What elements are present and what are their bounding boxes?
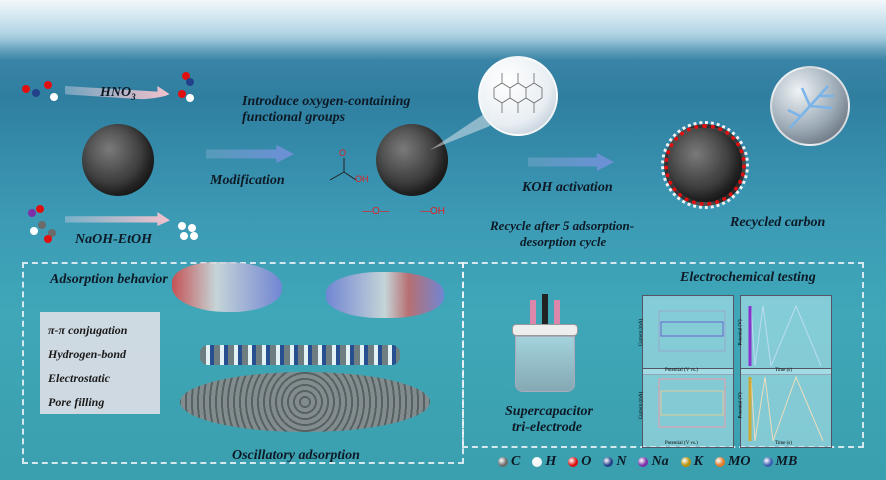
mechanism-list: π-π conjugation Hydrogen-bond Electrosta… [40,312,160,414]
adsorbed-molecules [200,345,400,365]
legend-label: K [693,454,703,469]
modification-arrow [206,145,294,163]
hno3-product [178,72,198,102]
oxygen-groups-note-1: Introduce oxygen-containing [242,94,411,109]
legend-label: H [545,454,557,469]
atom-dot-icon [498,457,508,467]
atom-legend: C H O N Na K MO MB [498,454,809,470]
gcd2-ylabel: Potential (V) [738,392,744,419]
atom-dot-icon [762,457,773,467]
legend-label: O [581,454,592,469]
ether-group: —O— [362,206,390,217]
koh-activation-label: KOH activation [522,180,613,195]
gcd2-xlabel: Time (s) [775,441,792,446]
naoh-etoh-label: NaOH-EtOH [75,232,152,247]
gcd-chart-1 [740,295,832,375]
cv2-xlabel: Potential (V vs.) [665,441,698,446]
reaction-arrow-naoh [65,212,170,226]
device-label-1: Supercapacitor [505,404,593,419]
gcd-curves [748,375,824,442]
legend-item-h: H [532,454,556,470]
modified-carbon-sphere [376,124,448,196]
legend-item-k: K [680,454,703,470]
carboxyl-group-structure [329,158,357,181]
recycle-note-1: Recycle after 5 adsorption- [490,218,635,233]
cv-chart-2 [642,368,734,448]
graphene-zoom-bubble [478,56,558,136]
device-label-2: tri-electrode [512,420,582,435]
mechanism-item: Pore filling [48,395,105,409]
legend-label: MO [727,454,751,469]
carboxyl-oh: OH [355,174,369,184]
hno3-label: HNO3 [100,85,136,102]
legend-item-mo: MO [714,454,751,470]
legend-label: MB [775,454,798,469]
cv-chart-1 [642,295,734,375]
cv2-ylabel: Current (mA) [639,391,645,420]
cv1-xlabel: Potential (V vs.) [665,368,698,373]
legend-item-c: C [498,454,520,470]
recycle-note-2: desorption cycle [520,234,607,249]
graphene-lattice-icon [493,73,543,113]
water-surface [0,0,886,60]
legend-label: N [616,454,627,469]
gcd-chart-2 [740,368,832,448]
recycled-carbon-label: Recycled carbon [730,215,826,230]
legend-item-o: O [568,454,591,470]
atom-dot-icon [638,457,649,467]
gcd1-xlabel: Time (s) [775,368,792,373]
legend-item-mb: MB [762,454,798,470]
carboxyl-o: O [339,148,347,158]
atom-dot-icon [568,457,579,467]
atom-dot-icon [603,457,614,467]
cv-curves [658,378,726,428]
supercapacitor-cell [512,294,578,392]
raw-carbon-sphere [82,124,154,196]
mo-molecule-surface [172,262,282,312]
cv-curves [658,310,726,352]
adsorption-title: Adsorption behavior [50,272,168,287]
atom-dot-icon [532,457,543,467]
hno3-molecule [20,75,60,105]
pore-zoom-bubble [770,66,850,146]
graphene-sheet [180,372,430,432]
naoh-product [178,222,200,242]
atom-dot-icon [714,457,725,467]
legend-label: C [511,454,521,469]
pore-network-icon [787,85,834,129]
naoh-etoh-molecule [28,205,68,245]
legend-item-na: Na [638,454,669,470]
gcd1-ylabel: Potential (V) [738,319,744,346]
mechanism-item: Electrostatic [48,371,110,385]
legend-item-n: N [603,454,626,470]
modification-label: Modification [210,173,285,188]
atom-dot-icon [680,457,691,467]
oxygen-groups-note-2: functional groups [242,110,346,125]
mechanism-item: Hydrogen-bond [48,347,126,361]
recycled-carbon-sphere [661,121,749,209]
koh-activation-arrow [528,153,614,171]
hydroxyl-group: —OH [420,206,445,217]
legend-label: Na [651,454,669,469]
electrochem-title: Electrochemical testing [680,270,816,285]
mb-molecule-surface [326,272,444,318]
gcd-curves [748,304,822,367]
oscillatory-adsorption-caption: Oscillatory adsorption [232,448,360,463]
cv1-ylabel: Current (mA) [639,318,645,347]
mechanism-item: π-π conjugation [48,323,128,337]
